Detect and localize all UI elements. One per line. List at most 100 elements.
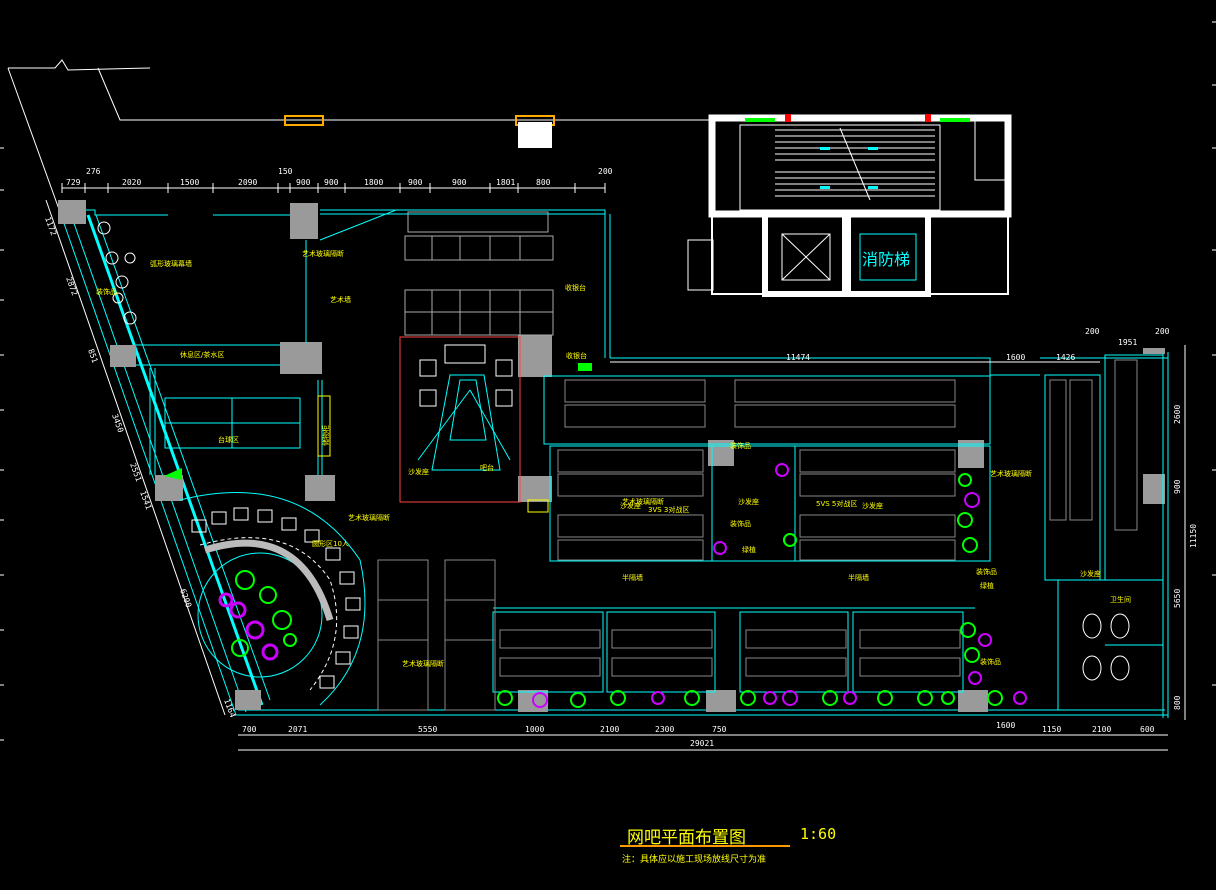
label-group: 3VS 3对战区 bbox=[648, 505, 689, 514]
label-cashier: 收银台 bbox=[566, 351, 587, 360]
bar-area bbox=[399, 336, 549, 513]
middle-dimension-values: 11474 1600 1426 bbox=[786, 353, 1075, 362]
title-underline bbox=[620, 845, 790, 847]
label-half-wall: 半隔墙 bbox=[622, 573, 643, 582]
label-plant: 绿植 bbox=[742, 545, 756, 554]
exit-sign bbox=[578, 363, 592, 371]
dim-bottom: 750 bbox=[712, 725, 727, 734]
label-deco-left: 装饰品 bbox=[96, 287, 117, 296]
label-art-glass-2: 艺术玻璃隔断 bbox=[348, 513, 390, 522]
dim-top: 900 bbox=[296, 178, 311, 187]
lift-label: 消防梯 bbox=[862, 250, 910, 269]
site-boundary bbox=[7, 59, 720, 213]
bottom-booth-seats bbox=[499, 629, 961, 677]
dim-bottom: 1150 bbox=[1042, 725, 1061, 734]
label-bar: 吧台 bbox=[480, 463, 494, 472]
label-group2: 5VS 5对战区 bbox=[816, 499, 857, 508]
dim-top: 2020 bbox=[122, 178, 141, 187]
dim-left: 1164 bbox=[222, 698, 237, 719]
dim-top: 900 bbox=[452, 178, 467, 187]
dim-top: 200 bbox=[598, 167, 613, 176]
dim-left: 1541 bbox=[138, 490, 153, 511]
round-area-chairs bbox=[191, 507, 361, 689]
label-deco-mid: 装饰品 bbox=[730, 441, 751, 450]
dim-bottom: 700 bbox=[242, 725, 257, 734]
bottom-dimension-line bbox=[238, 734, 1168, 751]
drawing-scale: 1:60 bbox=[800, 825, 837, 843]
dim-left: 1172 bbox=[43, 216, 58, 237]
dim-top: 1800 bbox=[364, 178, 383, 187]
cabinet bbox=[317, 395, 331, 457]
label-lounge: 休息区/茶水区 bbox=[180, 350, 224, 359]
bottom-booths bbox=[492, 607, 975, 693]
right-room bbox=[1044, 354, 1164, 711]
dim-middle: 1426 bbox=[1056, 353, 1075, 362]
label-art-glass-5: 艺术玻璃隔断 bbox=[402, 659, 444, 668]
right-seating bbox=[1049, 359, 1138, 531]
drawing-note: 注：具体应以施工现场放线尺寸为准 bbox=[622, 855, 767, 865]
dim-bottom: 2100 bbox=[600, 725, 619, 734]
dim-top: 1801 bbox=[496, 178, 515, 187]
left-dim-line bbox=[45, 199, 226, 716]
label-ticket: 收银台 bbox=[565, 283, 586, 292]
dim-top: 150 bbox=[278, 167, 293, 176]
dim-bottom: 5550 bbox=[418, 725, 437, 734]
label-sofa-2: 沙发座 bbox=[738, 497, 759, 506]
top-box bbox=[518, 122, 552, 148]
label-toilet: 卫生间 bbox=[1110, 595, 1131, 604]
top-dimension-values: 729 276 2020 1500 2090 150 900 900 1800 … bbox=[66, 167, 613, 187]
bottom-dimension-values: 700 2071 5550 1000 2100 2300 750 1600 11… bbox=[242, 721, 1155, 748]
pool-table bbox=[164, 397, 301, 449]
top-dimension-line bbox=[61, 183, 606, 193]
column-green-marker bbox=[164, 468, 182, 480]
dim-top: 800 bbox=[536, 178, 551, 187]
dim-top: 900 bbox=[408, 178, 423, 187]
dim-top: 1500 bbox=[180, 178, 199, 187]
dim-middle: 11474 bbox=[786, 353, 810, 362]
glass-facade bbox=[86, 214, 264, 706]
label-cabinet: 储物柜 bbox=[321, 425, 330, 446]
dim-bottom: 1600 bbox=[996, 721, 1015, 730]
top-gate-left bbox=[284, 115, 324, 126]
label-art-wall: 艺术墙 bbox=[330, 295, 351, 304]
label-art-glass-4: 艺术玻璃隔断 bbox=[622, 497, 664, 506]
label-art-glass: 艺术玻璃隔断 bbox=[302, 249, 344, 258]
dim-left: 851 bbox=[86, 348, 99, 365]
dim-top: 276 bbox=[86, 167, 101, 176]
label-pool: 台球区 bbox=[218, 435, 239, 444]
dim-bottom: 2300 bbox=[655, 725, 674, 734]
label-glass-arc: 弧形玻璃幕墙 bbox=[150, 259, 192, 268]
dim-bottom: 2071 bbox=[288, 725, 307, 734]
label-round: 圆形区10人 bbox=[312, 540, 349, 548]
label-art-glass-3: 艺术玻璃隔断 bbox=[990, 469, 1032, 478]
label-sofa-4: 沙发座 bbox=[620, 501, 641, 510]
dim-right: 5650 bbox=[1173, 589, 1182, 608]
stair-core bbox=[687, 114, 1012, 297]
dim-left: 3450 bbox=[110, 413, 125, 434]
dim-top: 2090 bbox=[238, 178, 257, 187]
right-dimension-values: 200 1951 200 2600 900 5650 11150 800 bbox=[1085, 327, 1198, 710]
dim-bottom: 2100 bbox=[1092, 725, 1111, 734]
plant-row bbox=[497, 463, 1027, 708]
round-area bbox=[179, 492, 366, 706]
columns bbox=[58, 200, 1165, 712]
label-half-wall-2: 半隔墙 bbox=[848, 573, 869, 582]
dim-left: 2872 bbox=[64, 276, 79, 297]
dim-left: 2551 bbox=[128, 462, 143, 483]
middle-seating bbox=[557, 379, 956, 561]
dim-right: 800 bbox=[1173, 695, 1182, 710]
dim-right-top: 200 bbox=[1085, 327, 1100, 336]
glass-facade-inner bbox=[95, 214, 271, 701]
dim-right: 11150 bbox=[1189, 524, 1198, 548]
label-deco-right: 装饰品 bbox=[976, 567, 997, 576]
left-dimension-values: 1172 2872 851 3450 2551 1541 6200 1164 bbox=[43, 216, 237, 719]
drawing-title: 网吧平面布置图 bbox=[627, 828, 746, 848]
round-plants bbox=[218, 570, 297, 661]
label-sofa: 沙发座 bbox=[408, 467, 429, 476]
dim-right-top: 1951 bbox=[1118, 338, 1137, 347]
dim-left: 6200 bbox=[178, 588, 193, 609]
dim-right-top: 200 bbox=[1155, 327, 1170, 336]
label-sofa-3: 沙发座 bbox=[862, 501, 883, 510]
dim-top: 729 bbox=[66, 178, 81, 187]
